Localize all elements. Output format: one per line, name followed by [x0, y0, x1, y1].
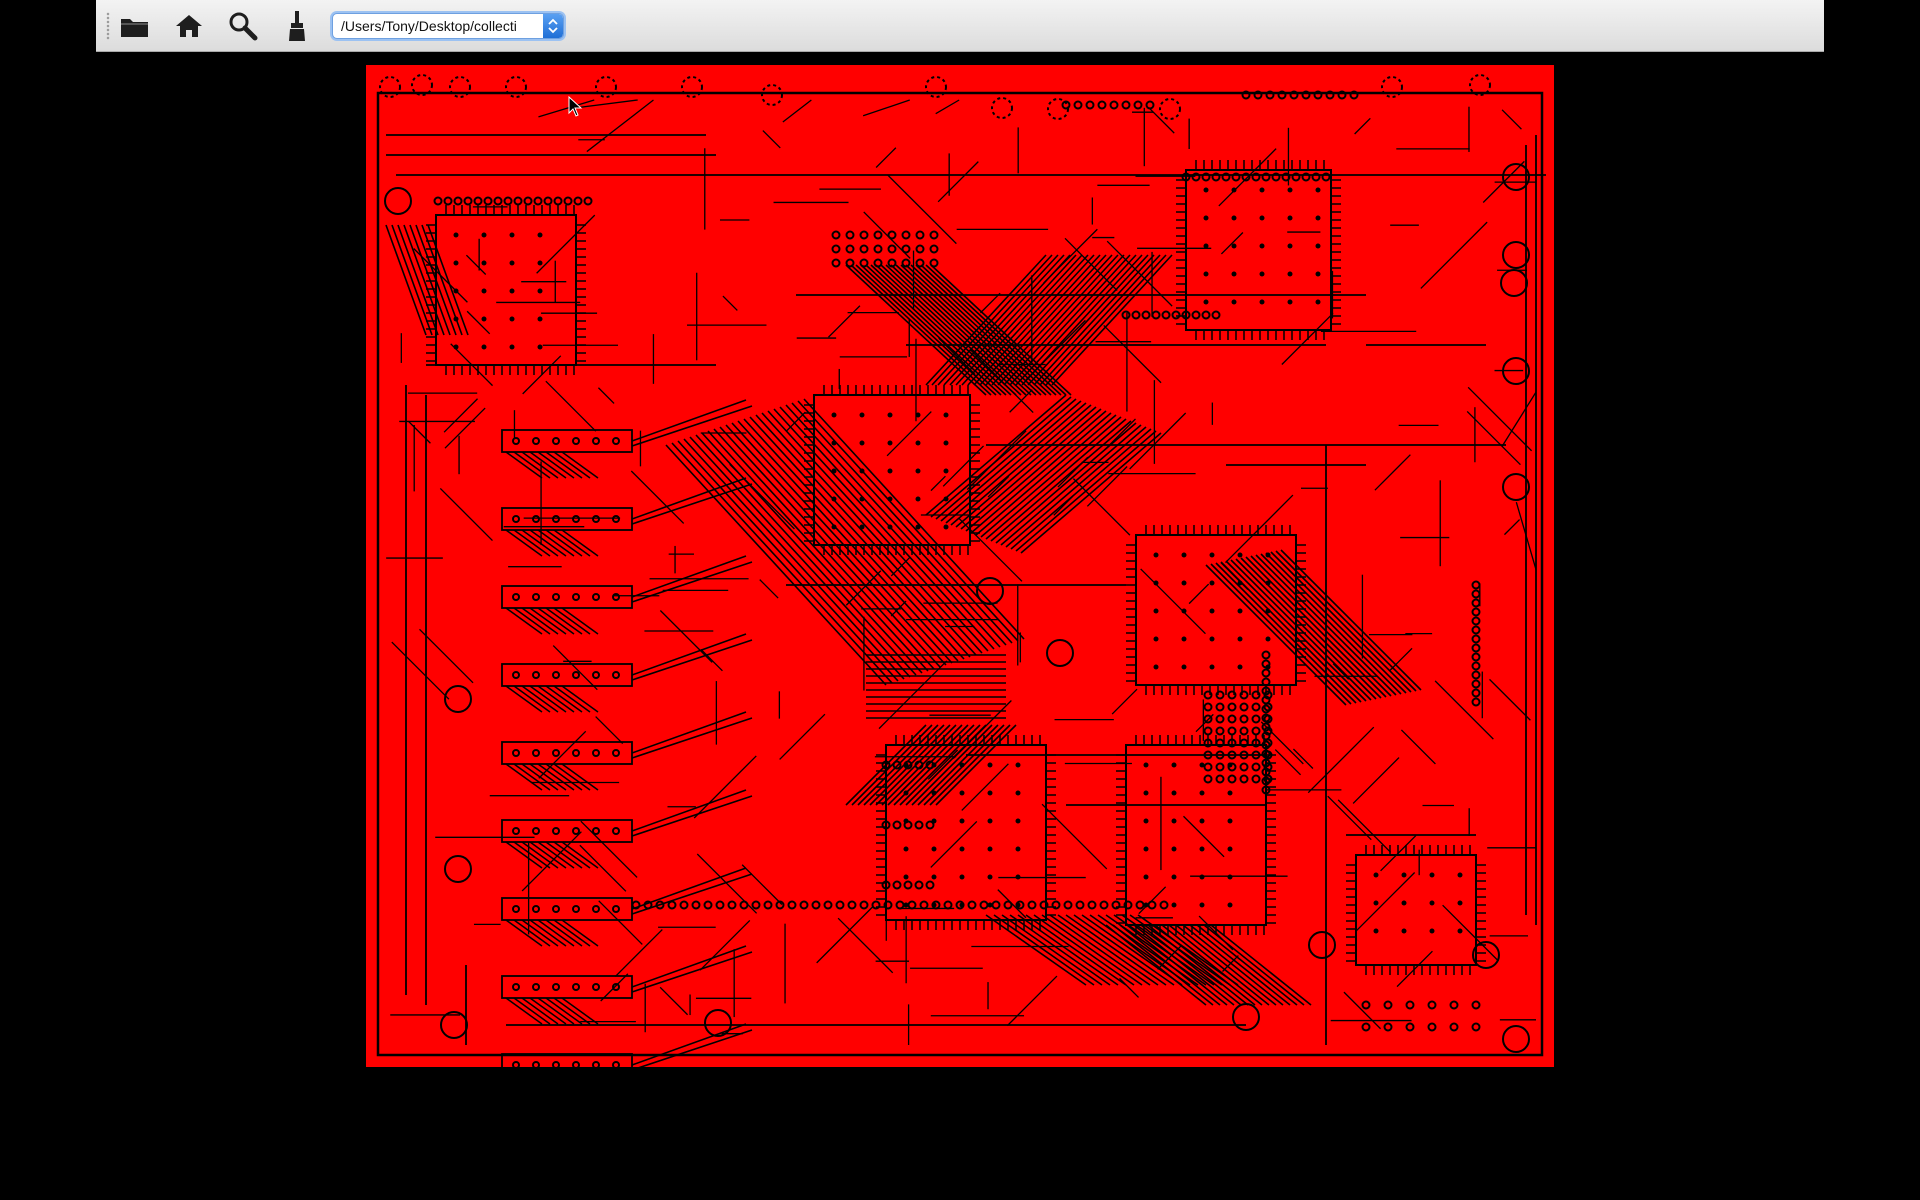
toolbar-grip[interactable]: [106, 12, 110, 40]
mounting-hole: [444, 855, 472, 883]
ic-chip: [1135, 534, 1297, 686]
connector-pad: [505, 76, 527, 98]
home-button[interactable]: [172, 9, 206, 43]
zoom-button[interactable]: [226, 9, 260, 43]
connector-pad: [595, 76, 617, 98]
mouse-cursor-icon: [568, 96, 583, 117]
magnifier-icon: [229, 12, 258, 41]
pcb-layer-image: [366, 65, 1554, 1103]
pcb-board-view[interactable]: [366, 65, 1554, 1103]
connector-pad: [449, 76, 471, 98]
mounting-hole: [1308, 931, 1336, 959]
clear-button[interactable]: [280, 9, 314, 43]
board-outline: [376, 91, 1544, 1057]
connector-pad: [925, 76, 947, 98]
path-select[interactable]: /Users/Tony/Desktop/collecti: [332, 13, 564, 39]
connector-pad: [991, 97, 1013, 119]
connector-pad: [681, 76, 703, 98]
mounting-hole: [1502, 163, 1530, 191]
mounting-hole: [1502, 473, 1530, 501]
toolbar: /Users/Tony/Desktop/collecti: [96, 0, 1824, 52]
ic-chip: [1355, 854, 1477, 966]
connector-pad: [1159, 98, 1181, 120]
mounting-hole: [1502, 1025, 1530, 1053]
home-icon: [176, 15, 202, 37]
connector-pad: [1381, 76, 1403, 98]
mounting-hole: [1046, 639, 1074, 667]
folder-icon: [121, 19, 148, 37]
connector-pad: [411, 74, 433, 96]
open-folder-button[interactable]: [118, 9, 152, 43]
connector-pad: [761, 84, 783, 106]
connector-pad: [1469, 74, 1491, 96]
mounting-hole: [440, 1011, 468, 1039]
mounting-hole: [444, 685, 472, 713]
mounting-hole: [384, 187, 412, 215]
connector-pad: [379, 76, 401, 98]
select-stepper-icon[interactable]: [543, 14, 563, 38]
brush-icon: [289, 11, 305, 41]
mounting-hole: [976, 577, 1004, 605]
ic-chip: [1185, 169, 1332, 331]
path-value: /Users/Tony/Desktop/collecti: [341, 18, 517, 34]
mounting-hole: [1502, 241, 1530, 269]
mounting-hole: [1472, 941, 1500, 969]
mounting-hole: [704, 1009, 732, 1037]
